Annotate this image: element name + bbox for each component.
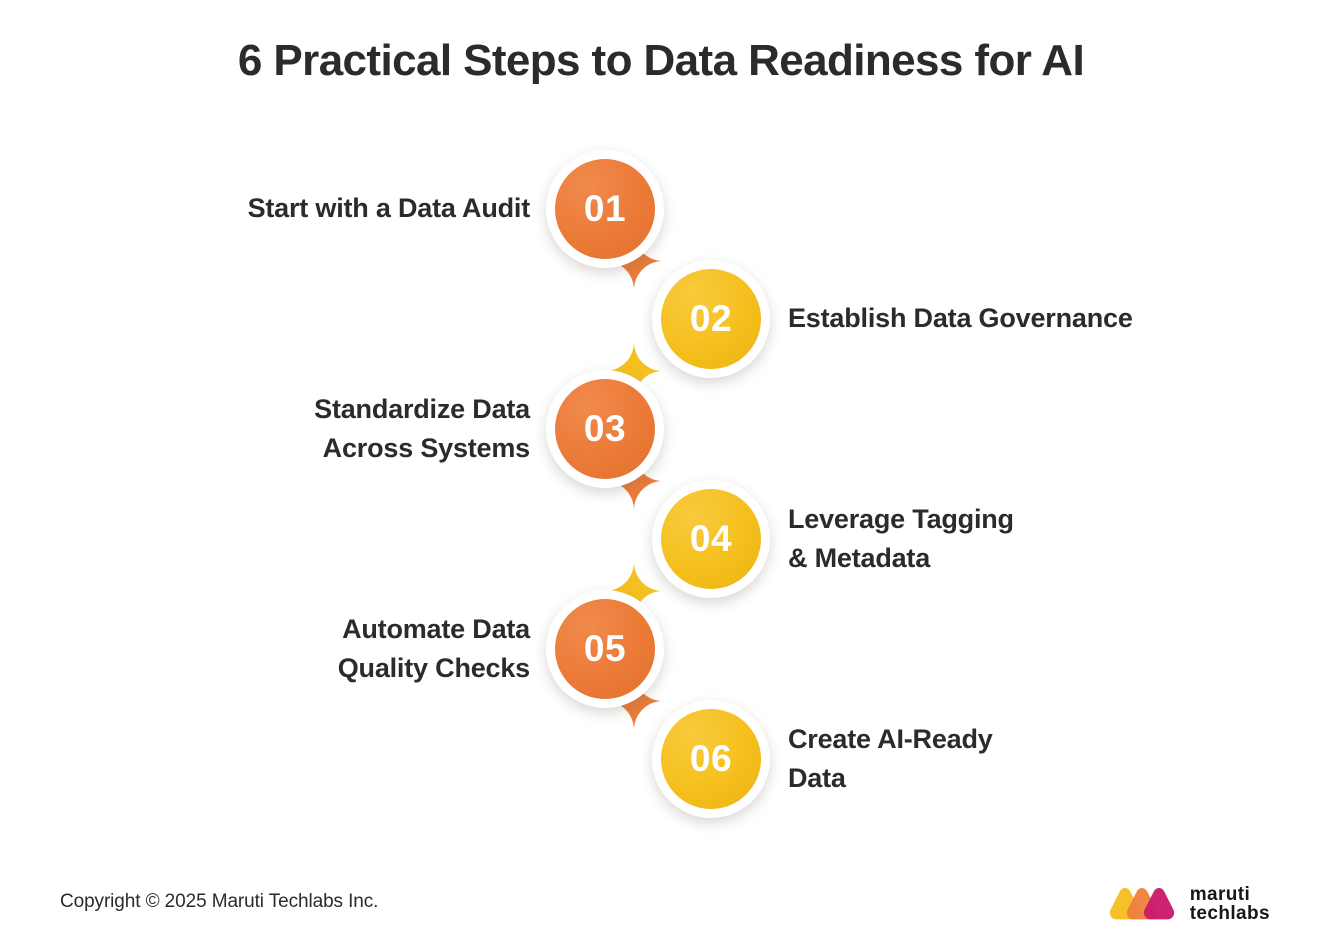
step-number-04: 04 bbox=[661, 489, 761, 589]
connector-05-to-06 bbox=[605, 672, 663, 730]
connector-04-to-05 bbox=[605, 562, 663, 620]
brand-logo: maruti techlabs bbox=[1109, 884, 1270, 924]
step-number-03: 03 bbox=[555, 379, 655, 479]
step-label-04: Leverage Tagging & Metadata bbox=[788, 480, 1258, 598]
connector-shape bbox=[605, 452, 663, 510]
connector-shape bbox=[605, 562, 663, 620]
step-node-05[interactable]: 05 bbox=[546, 590, 664, 708]
copyright-text: Copyright © 2025 Maruti Techlabs Inc. bbox=[60, 891, 379, 912]
brand-name-line1: maruti bbox=[1189, 884, 1251, 905]
step-label-line: Quality Checks bbox=[337, 653, 530, 683]
step-row-01: 01 Start with a Data Audit bbox=[0, 150, 1322, 290]
page-title: 6 Practical Steps to Data Readiness for … bbox=[237, 36, 1085, 85]
connector-02-to-03 bbox=[605, 342, 663, 400]
step-label-line: Standardize Data bbox=[314, 393, 530, 424]
step-row-04: 04 Leverage Tagging & Metadata bbox=[0, 480, 1322, 620]
connector-shape bbox=[605, 232, 663, 290]
step-node-06[interactable]: 06 bbox=[652, 700, 770, 818]
step-number-01: 01 bbox=[555, 159, 655, 259]
step-node-04[interactable]: 04 bbox=[652, 480, 770, 598]
step-label-line: Create AI-Ready bbox=[788, 723, 993, 754]
step-label-line: Leverage Tagging bbox=[788, 503, 1014, 534]
step-label-line: Start with a Data Audit bbox=[247, 193, 531, 224]
step-label-line: Across Systems bbox=[322, 433, 531, 463]
step-label-line: Automate Data bbox=[342, 613, 530, 644]
step-row-02: 02 Establish Data Governance bbox=[0, 260, 1322, 400]
step-label-01: Start with a Data Audit bbox=[120, 150, 531, 268]
connector-shape bbox=[605, 672, 663, 730]
maruti-techlabs-logo-icon bbox=[1109, 888, 1174, 920]
brand-wordmark: maruti techlabs bbox=[1190, 885, 1270, 923]
step-number-02: 02 bbox=[661, 269, 761, 369]
step-node-01[interactable]: 01 bbox=[546, 150, 664, 268]
step-number-06: 06 bbox=[661, 709, 761, 809]
brand-name-line2: techlabs bbox=[1189, 903, 1270, 924]
step-label-line: & Metadata bbox=[788, 543, 931, 573]
connector-01-to-02 bbox=[605, 232, 663, 290]
step-node-03[interactable]: 03 bbox=[546, 370, 664, 488]
step-node-02[interactable]: 02 bbox=[652, 260, 770, 378]
step-label-02: Establish Data Governance bbox=[788, 260, 1258, 378]
step-label-line: Establish Data Governance bbox=[788, 303, 1133, 334]
step-label-line: Data bbox=[788, 763, 846, 793]
connector-shape bbox=[605, 342, 663, 400]
connector-03-to-04 bbox=[605, 452, 663, 510]
step-number-05: 05 bbox=[555, 599, 655, 699]
steps-stage: 01 Start with a Data Audit 02 Establish Dat… bbox=[0, 150, 1322, 820]
